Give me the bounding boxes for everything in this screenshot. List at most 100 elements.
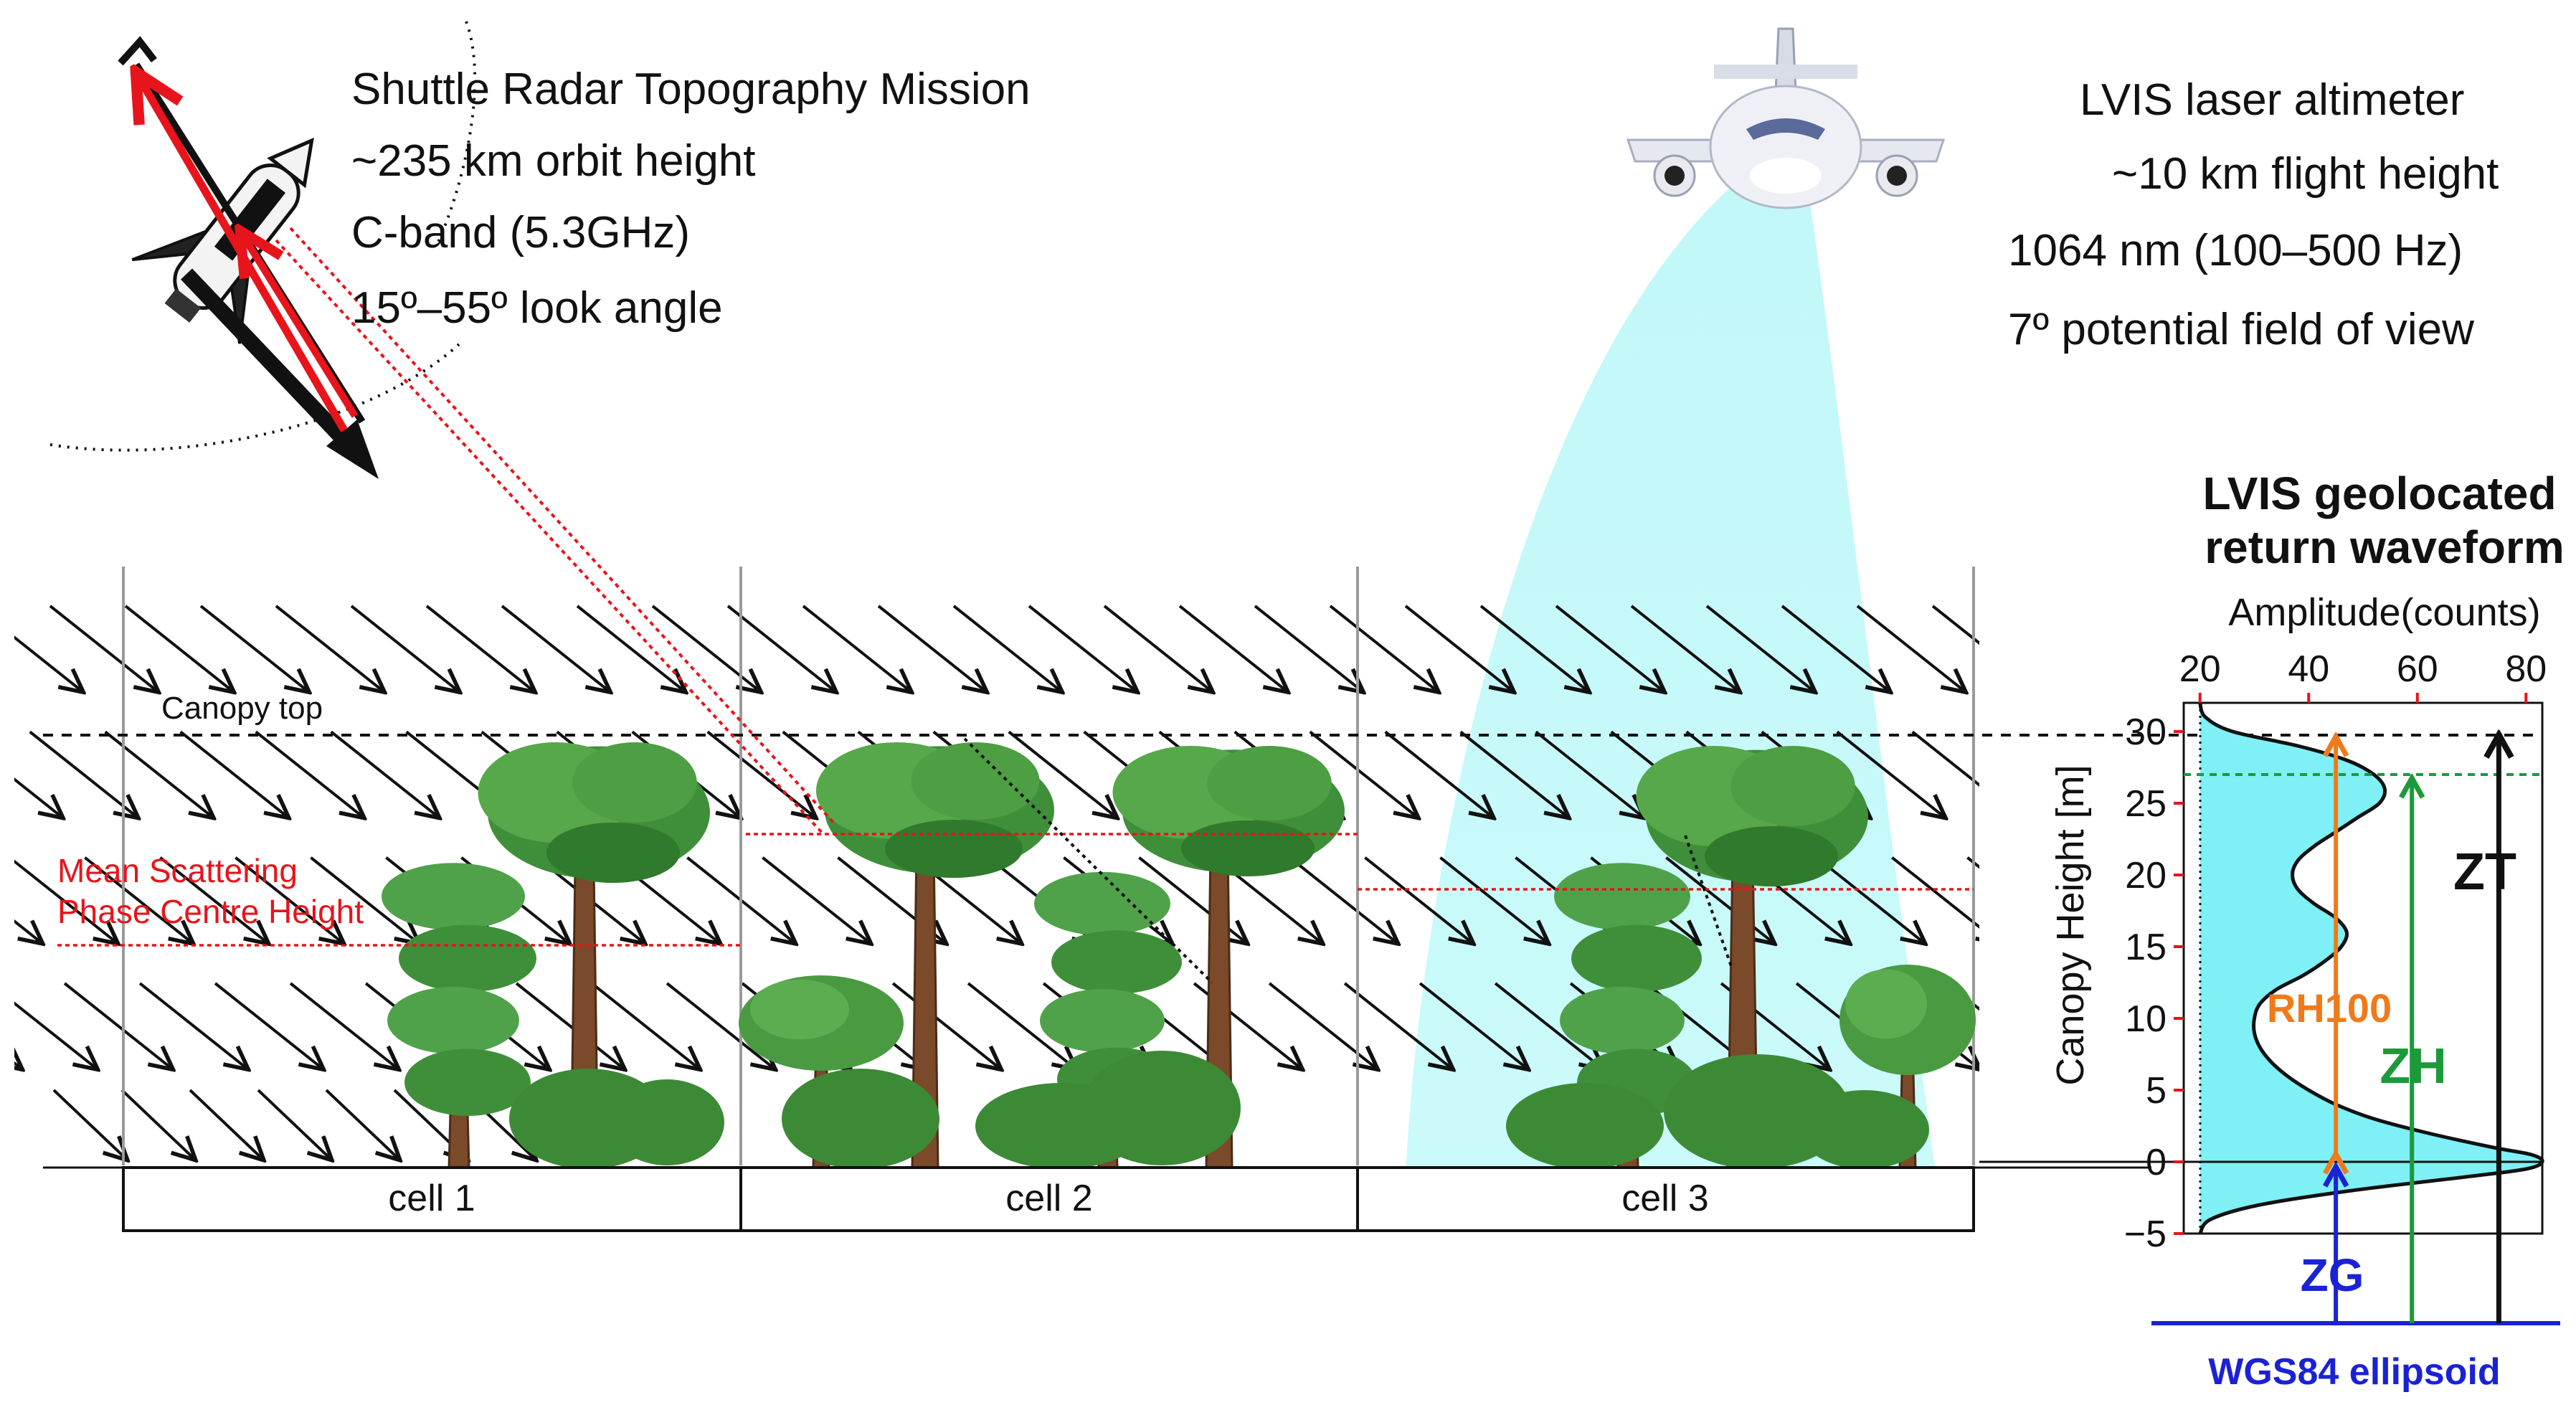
incidence-arrow (1781, 605, 1888, 691)
incidence-arrow (891, 982, 999, 1068)
waveform-x-label: Amplitude(counts) (2228, 591, 2540, 634)
srtm-line-1: Shuttle Radar Topography Mission (351, 65, 1031, 114)
incidence-arrow (49, 605, 156, 691)
ground-incidence-arrow (120, 1089, 194, 1158)
x-tick-label: 40 (2288, 648, 2329, 690)
incidence-arrow (199, 605, 307, 691)
cell-3-box (1356, 1166, 1975, 1232)
incidence-arrow (1103, 605, 1211, 691)
waveform-curve (2198, 702, 2544, 1235)
lvis-line-4: 7º potential field of view (2008, 305, 2474, 354)
incidence-arrow (576, 605, 683, 691)
cell-2-label: cell 2 (1005, 1178, 1092, 1219)
incidence-arrow (1254, 605, 1361, 691)
incidence-arrow (1384, 730, 1492, 816)
incidence-arrow (63, 982, 171, 1068)
radar-transmit-arrow (181, 268, 379, 479)
incidence-arrow (952, 605, 1060, 691)
height-arrows (2336, 737, 2499, 1323)
incidence-arrow (1329, 605, 1436, 691)
incidence-arrow (350, 605, 458, 691)
incidence-arrow (1459, 730, 1567, 816)
forest-trees (382, 742, 1976, 1169)
tree (1112, 746, 1345, 1169)
cell-1-box (122, 1166, 742, 1232)
x-tick-label: 20 (2179, 648, 2221, 690)
x-tick-label: 80 (2505, 648, 2547, 690)
incidence-arrow (1494, 982, 1601, 1068)
incidence-arrow (14, 859, 115, 942)
incidence-arrow (124, 605, 232, 691)
incidence-arrow (159, 856, 266, 942)
incidence-arrow (138, 982, 246, 1068)
incidence-arrow (967, 982, 1074, 1068)
incidence-arrow (1836, 730, 1943, 816)
incidence-arrow (1630, 605, 1738, 691)
y-tick-label: 30 (2125, 711, 2167, 753)
incidence-arrow (14, 1001, 95, 1068)
airplane-icon (1626, 27, 1946, 209)
incidence-arrow (1705, 605, 1813, 691)
incidence-arrow (1816, 856, 1923, 942)
incidence-arrow (1931, 605, 1979, 645)
incidence-arrow (802, 605, 909, 691)
tree (1636, 746, 1868, 1169)
bush (1083, 1051, 1241, 1165)
incidence-arrow (425, 605, 533, 691)
srtm-line-2: ~235 km orbit height (351, 136, 756, 186)
incidence-arrow (1419, 982, 1526, 1068)
tree (816, 742, 1054, 1169)
radar-return-arrows (118, 36, 366, 432)
incidence-arrow (289, 982, 397, 1068)
incidence-arrow (1535, 730, 1642, 816)
zt-label: ZT (2453, 843, 2516, 901)
ground-incidence-arrow (52, 1089, 126, 1158)
incidence-arrow (590, 982, 698, 1068)
waveform-area (2199, 703, 2543, 1234)
wgs84-label: WGS84 ellipsoid (2208, 1351, 2500, 1393)
incidence-arrow (14, 777, 61, 816)
incidence-arrow (179, 730, 287, 816)
incidence-arrow (1911, 730, 1979, 787)
incidence-arrow (1479, 605, 1587, 691)
y-tick-label: −5 (2124, 1213, 2167, 1255)
lvis-line-2: ~10 km flight height (2112, 149, 2499, 199)
lvis-line-1: LVIS laser altimeter (2080, 75, 2464, 125)
tree (382, 863, 536, 1169)
ground-incidence-arrow (189, 1089, 262, 1158)
canopy-top-label: Canopy top (161, 691, 323, 726)
orbit-arcs (49, 21, 477, 452)
phase-centre-lines (57, 833, 1974, 947)
incidence-arrow (1555, 605, 1662, 691)
srtm-line-3: C-band (5.3GHz) (351, 208, 690, 257)
radar-beam-dotted (275, 227, 837, 836)
cell-dividers (122, 567, 1975, 1165)
incidence-arrow (310, 856, 417, 942)
srtm-line-4: 15º–55º look angle (351, 283, 723, 333)
waveform-panel: LVIS geolocated return waveform Amplitud… (1979, 468, 2565, 1393)
incidence-arrow (706, 730, 814, 816)
incidence-arrow (1309, 730, 1416, 816)
incidence-arrow (14, 983, 20, 1068)
y-tick-label: 5 (2146, 1070, 2167, 1112)
cell-1-label: cell 1 (388, 1178, 475, 1219)
incidence-arrow (14, 919, 41, 942)
zh-label: ZH (2380, 1038, 2446, 1094)
incidence-arrow (84, 856, 191, 942)
incidence-arrow (1289, 856, 1396, 942)
incidence-arrow (330, 730, 437, 816)
zg-label: ZG (2301, 1249, 2364, 1301)
incidence-arrow (235, 856, 341, 942)
lvis-info: LVIS laser altimeter ~10 km flight heigh… (2008, 75, 2499, 354)
incidence-arrow (14, 635, 81, 691)
waveform-title-line2: return waveform (2205, 521, 2564, 573)
tree (1554, 863, 1702, 1169)
canopy-penetration-dotted (963, 737, 1733, 984)
incidence-arrow (1891, 856, 1979, 942)
waveform-plot-frame (2182, 701, 2544, 1235)
incidence-arrow (275, 605, 382, 691)
incidence-arrow (1404, 605, 1512, 691)
rh100-label: RH100 (2267, 985, 2392, 1031)
